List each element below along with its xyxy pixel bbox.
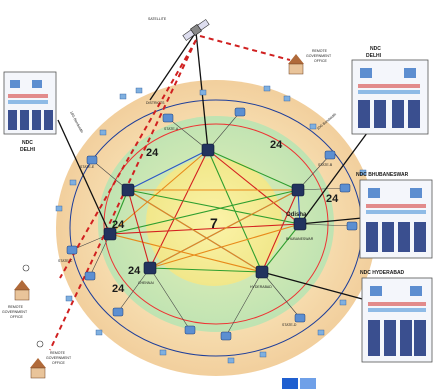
logo xyxy=(282,378,316,389)
outer-spokes xyxy=(71,111,353,337)
node-label-state-a: STATE-A xyxy=(164,127,179,131)
switch-icon xyxy=(339,183,351,193)
ndc-bhubaneswar-label: NDC BHUBANESWAR xyxy=(356,172,409,178)
router-icon xyxy=(103,227,117,241)
ndc-delhi-right-line1: NDC xyxy=(370,46,381,52)
switch-icon xyxy=(234,107,246,117)
ring-label-right: 24 xyxy=(326,193,339,205)
remote-office-top-right-line3: OFFICE xyxy=(314,59,327,63)
remote-office-top-right-line1: REMOTE xyxy=(312,49,328,53)
bandwidth-label-left: 10G Bandwidth xyxy=(69,111,84,134)
remote-office-left: REMOTE GOVERNMENT OFFICE xyxy=(2,264,30,319)
router-icon xyxy=(201,143,215,157)
ring-label-top-right: 24 xyxy=(270,139,283,151)
router-icon xyxy=(255,265,269,279)
satellite-label: SATELLITE xyxy=(148,17,167,21)
node-label-chennai: CHENNAI xyxy=(138,281,154,285)
switch-icon xyxy=(84,271,96,281)
ring-label-top: 24 xyxy=(146,147,159,159)
node-label-state-b: STATE-B xyxy=(318,163,333,167)
remote-office-bottom-line3: OFFICE xyxy=(52,361,65,365)
ndc-hyderabad: NDC HYDERABAD xyxy=(360,270,433,363)
remote-office-left-line1: REMOTE xyxy=(8,305,24,309)
node-label-hyderabad: HYDERABAD xyxy=(250,285,272,289)
router-icon xyxy=(121,183,135,197)
remote-office-bottom-line1: REMOTE xyxy=(50,351,66,355)
remote-office-left-line2: GOVERNMENT xyxy=(2,310,28,314)
switch-icon xyxy=(220,331,232,341)
remote-office-bottom: REMOTE GOVERNMENT OFFICE xyxy=(30,340,72,379)
switch-icon xyxy=(184,325,196,335)
ndc-bhubaneswar: NDC BHUBANESWAR xyxy=(356,172,433,259)
ndc-hyderabad-label: NDC HYDERABAD xyxy=(360,270,405,276)
remote-office-top-right-line2: GOVERNMENT xyxy=(306,54,332,58)
ring-label-bottom-left: 24 xyxy=(112,283,125,295)
core-nodes xyxy=(103,143,307,279)
ndc-delhi-left-line2: DELHI xyxy=(20,147,36,153)
switch-icon xyxy=(66,245,78,255)
router-icon xyxy=(143,261,157,275)
node-label-odisha: Odisha xyxy=(286,212,307,218)
core-number: 7 xyxy=(210,215,218,231)
remote-office-left-line3: OFFICE xyxy=(10,315,23,319)
switch-icon xyxy=(294,313,306,323)
switch-icon xyxy=(86,155,98,165)
ndc-delhi-left-line1: NDC xyxy=(22,140,33,146)
node-label-bhubaneswar: BHUBANESWAR xyxy=(286,237,314,241)
ndc-delhi-left: NDC DELHI xyxy=(3,71,57,153)
middle-ring-link xyxy=(103,123,329,325)
remote-office-top-right: REMOTE GOVERNMENT OFFICE xyxy=(288,49,332,75)
ndc-delhi-right: NDC DELHI xyxy=(351,46,429,135)
node-label-state-e: STATE-E xyxy=(80,165,95,169)
ring-label-left-bottom: 24 xyxy=(128,265,141,277)
node-label-state-c: STATE-C xyxy=(58,259,73,263)
router-icon xyxy=(293,217,307,231)
node-label-districts: DISTRICTS xyxy=(146,101,165,105)
ndc-delhi-right-line2: DELHI xyxy=(366,53,382,59)
remote-office-bottom-line2: GOVERNMENT xyxy=(46,356,72,360)
satellite-icon xyxy=(182,19,210,41)
ring-nodes xyxy=(66,107,358,341)
mesh-links xyxy=(109,149,301,273)
node-label-state-d: STATE-D xyxy=(282,323,297,327)
switch-icon xyxy=(324,150,336,160)
ring-label-left-top: 24 xyxy=(112,219,125,231)
router-icon xyxy=(291,183,305,197)
switch-icon xyxy=(346,221,358,231)
switch-icon xyxy=(112,307,124,317)
switch-icon xyxy=(162,113,174,123)
